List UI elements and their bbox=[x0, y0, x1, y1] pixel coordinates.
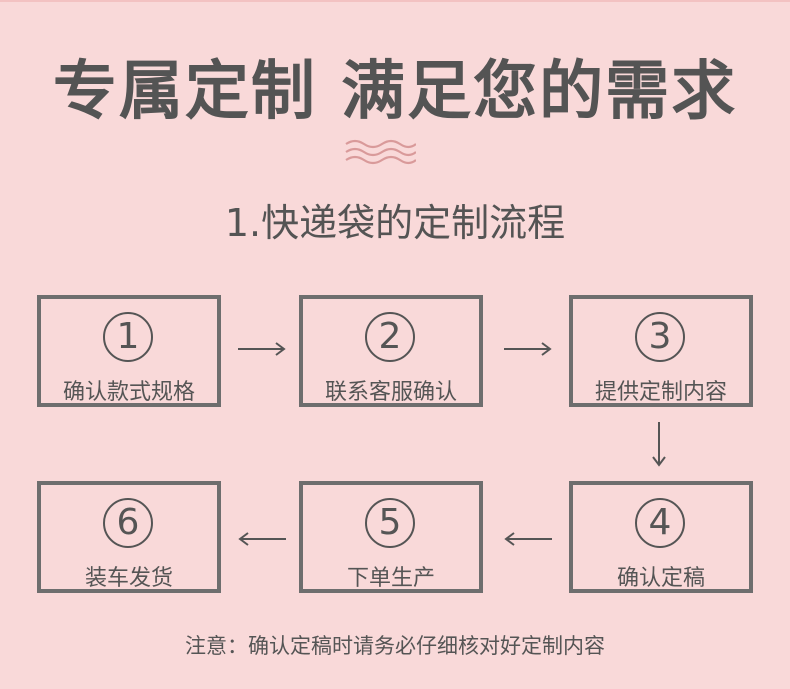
page-title: 专属定制 满足您的需求 bbox=[52, 55, 738, 129]
arrow-down-icon bbox=[652, 422, 666, 467]
arrow-left-icon bbox=[238, 532, 286, 546]
step-4-number: 4 bbox=[635, 498, 685, 548]
arrow-left-icon bbox=[504, 532, 552, 546]
step-2-number: 2 bbox=[365, 312, 415, 362]
step-1-label: 确认款式规格 bbox=[62, 380, 195, 405]
step-4-label: 确认定稿 bbox=[616, 566, 705, 591]
step-1-number: 1 bbox=[103, 312, 153, 362]
step-2-box: 2 联系客服确认 bbox=[299, 295, 483, 407]
step-5-label: 下单生产 bbox=[346, 566, 435, 591]
step-4-box: 4 确认定稿 bbox=[569, 481, 753, 593]
step-6-number: 6 bbox=[103, 498, 153, 548]
step-3-box: 3 提供定制内容 bbox=[569, 295, 753, 407]
step-3-label: 提供定制内容 bbox=[594, 380, 727, 405]
note-text: 注意：确认定稿时请务必仔细核对好定制内容 bbox=[185, 634, 605, 658]
arrow-right-icon bbox=[238, 342, 286, 356]
section-subtitle: 1.快递袋的定制流程 bbox=[224, 201, 566, 245]
wave-divider-icon bbox=[345, 139, 416, 165]
step-2-label: 联系客服确认 bbox=[324, 380, 457, 405]
step-6-label: 装车发货 bbox=[84, 566, 173, 591]
step-3-number: 3 bbox=[635, 312, 685, 362]
step-5-number: 5 bbox=[365, 498, 415, 548]
step-1-box: 1 确认款式规格 bbox=[37, 295, 221, 407]
arrow-right-icon bbox=[504, 342, 552, 356]
step-6-box: 6 装车发货 bbox=[37, 481, 221, 593]
step-5-box: 5 下单生产 bbox=[299, 481, 483, 593]
top-divider bbox=[0, 0, 790, 2]
